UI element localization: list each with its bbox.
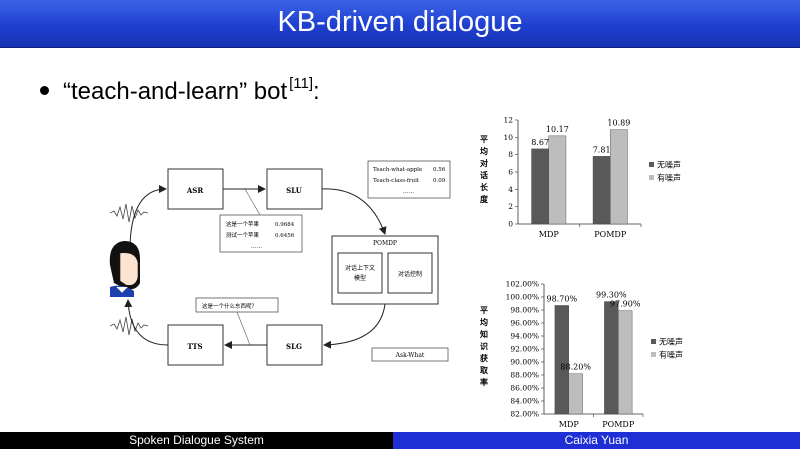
input-soundwave xyxy=(109,203,149,223)
chart2-bar xyxy=(554,305,569,415)
asr-results-more: …… xyxy=(251,244,262,250)
asr-results-connector xyxy=(244,188,261,216)
chart1-legend-swatch xyxy=(649,162,654,167)
asr-result-2-score: 0.6456 xyxy=(275,233,295,239)
tts-to-head-arrow xyxy=(124,299,169,346)
chart2-legend-label: 有噪声 xyxy=(659,350,683,360)
chart1-ytick-label: 12 xyxy=(503,116,513,125)
slu-result-1-text: Teach-what-apple xyxy=(373,167,422,173)
bullet-point: “teach-and-learn” bot [11]: xyxy=(40,75,320,106)
bullet-text: “teach-and-learn” bot xyxy=(63,78,288,105)
slu-to-pomdp-arrow xyxy=(321,188,387,235)
slu-result-2-score: 0.09 xyxy=(433,178,446,184)
chart2-bar xyxy=(604,301,619,415)
chart1-data-label: 10.17 xyxy=(546,125,569,134)
chart1-data-label: 7.81 xyxy=(593,145,611,154)
context-model-line2: 模型 xyxy=(354,274,366,282)
dialogue-control-box xyxy=(387,252,433,294)
chart1-bar xyxy=(548,135,567,225)
chart2-legend-swatch xyxy=(651,339,656,344)
chart2-legend-label: 无噪声 xyxy=(659,337,683,347)
chart1-bar xyxy=(592,156,611,225)
chart1-data-label: 8.67 xyxy=(531,138,549,147)
tts-prompt-text: 这是一个什么东西呢？ xyxy=(202,302,257,310)
bullet-suffix: : xyxy=(313,78,320,105)
tts-label: TTS xyxy=(187,342,202,351)
dialogue-diagram: ASR SLU TTS SLG POMDP 对话上下文 模型 对话控制 这是一个… xyxy=(109,160,451,366)
chart2-data-label: 99.30% xyxy=(596,291,627,300)
chart1-ytick-label: 6 xyxy=(508,168,513,177)
user-head-icon xyxy=(109,241,140,297)
chart1-bar xyxy=(610,129,628,225)
chart2-legend-swatch xyxy=(651,352,656,357)
chart1-ytick-label: 10 xyxy=(503,133,513,142)
chart2-ytick-label: 82.00% xyxy=(510,410,539,419)
chart1-xtick-label: POMDP xyxy=(594,230,627,239)
chart1-legend-swatch xyxy=(649,175,654,180)
chart1-legend-label: 无噪声 xyxy=(657,160,681,170)
chart2-ytick-label: 86.00% xyxy=(510,384,539,393)
slg-label: SLG xyxy=(286,342,302,351)
chart1-data-label: 10.89 xyxy=(607,119,630,128)
slu-result-1-score: 0.56 xyxy=(433,167,446,173)
chart2-bar xyxy=(618,310,633,415)
footer-course-name: Spoken Dialogue System xyxy=(0,432,393,449)
chart2-ytick-label: 102.00% xyxy=(506,280,539,289)
chart2-ytick-label: 88.00% xyxy=(510,371,539,380)
slu-box xyxy=(266,168,323,210)
output-soundwave xyxy=(109,316,149,336)
head-to-asr-arrow xyxy=(129,185,167,246)
slg-box xyxy=(266,324,323,366)
chart1-ylabel: 平均对话长度 xyxy=(480,134,489,204)
context-model-line1: 对话上下文 xyxy=(345,264,375,272)
chart2-ytick-label: 96.00% xyxy=(510,319,539,328)
chart2-bar xyxy=(568,373,583,415)
chart1-legend-label: 有噪声 xyxy=(657,173,681,183)
pomdp-title: POMDP xyxy=(373,240,397,247)
slu-results-more: …… xyxy=(403,189,414,195)
asr-result-1-text: 这是一个苹果 xyxy=(226,220,260,228)
dialogue-control-label: 对话控制 xyxy=(398,270,422,278)
chart1-ytick-label: 8 xyxy=(508,150,513,159)
asr-result-1-score: 0.9684 xyxy=(275,222,295,228)
chart2-ytick-label: 100.00% xyxy=(506,293,539,302)
chart2-ytick-label: 84.00% xyxy=(510,397,539,406)
slu-results-box xyxy=(367,160,451,199)
asr-results-box xyxy=(219,214,303,253)
chart1-ytick-label: 4 xyxy=(508,185,513,194)
bullet-dot xyxy=(40,86,49,95)
asr-box xyxy=(167,168,224,210)
tts-box xyxy=(167,324,224,366)
chart2-xtick-label: MDP xyxy=(559,420,580,429)
slide-title: KB-driven dialogue xyxy=(277,6,523,38)
asr-label: ASR xyxy=(186,186,203,195)
slide-header: KB-driven dialogue xyxy=(0,0,800,48)
action-text: Ask-What xyxy=(395,352,425,359)
pomdp-to-slg-arrow xyxy=(323,303,386,349)
chart2-data-label: 98.70% xyxy=(547,294,578,303)
chart2-ylabel: 平均知识获取率 xyxy=(479,305,488,387)
chart2-ytick-label: 94.00% xyxy=(510,332,539,341)
citation: [11] xyxy=(289,75,314,92)
knowledge-acquisition-chart: 平均知识获取率 82.00% 84.00% 86.00% 88.00% 90.00% 92.… xyxy=(479,280,683,430)
slu-result-2-text: Teach-class-fruit xyxy=(373,178,420,184)
tts-prompt-connector xyxy=(236,311,251,346)
chart2-data-label: 97.90% xyxy=(610,300,641,309)
chart1-bar xyxy=(531,148,549,225)
chart2-ytick-label: 90.00% xyxy=(510,358,539,367)
slu-label: SLU xyxy=(286,186,302,195)
chart2-ytick-label: 92.00% xyxy=(510,345,539,354)
chart1-ytick-label: 2 xyxy=(508,202,513,211)
chart2-ytick-label: 98.00% xyxy=(510,306,539,315)
context-model-box xyxy=(337,252,383,294)
chart1-ytick-label: 0 xyxy=(508,220,513,229)
chart2-data-label: 88.20% xyxy=(560,363,591,372)
chart2-xtick-label: POMDP xyxy=(602,420,635,429)
action-box xyxy=(371,347,449,362)
asr-result-2-text: 测试一个苹果 xyxy=(226,231,260,239)
chart1-xtick-label: MDP xyxy=(539,230,560,239)
footer-author: Caixia Yuan xyxy=(393,432,800,449)
